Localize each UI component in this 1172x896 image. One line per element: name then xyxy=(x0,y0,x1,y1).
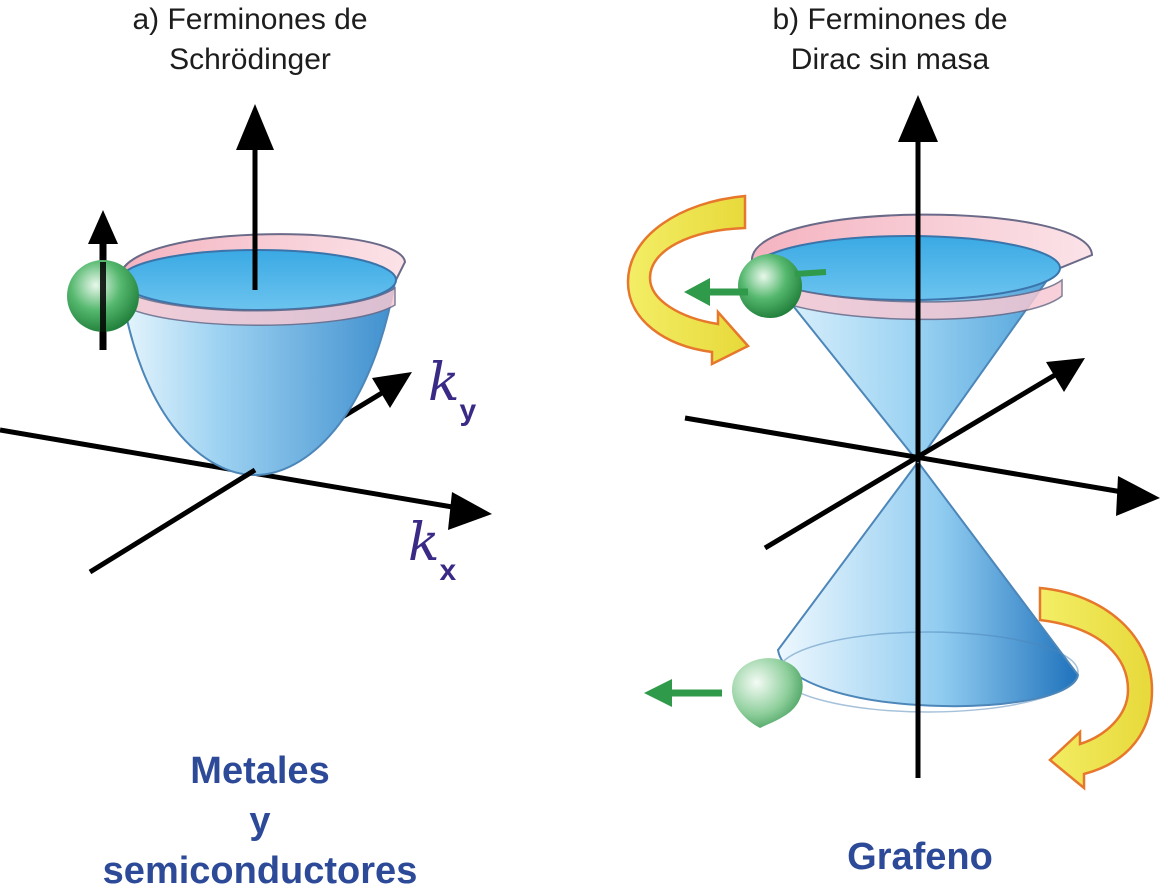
panel-a-label: Metales y semiconductores xyxy=(60,746,460,896)
kx-arrowhead xyxy=(448,492,492,530)
panel-a-title: a) Ferminones de Schrödinger xyxy=(60,0,440,80)
lower-cone xyxy=(776,460,1080,708)
energy-arrowhead-b xyxy=(898,95,938,142)
momentum-arrow-bottom-head xyxy=(644,679,672,707)
panel-b-title-line2: Dirac sin masa xyxy=(790,43,990,76)
paraboloid-surface xyxy=(118,281,397,477)
panel-a-label-line3: semiconductores xyxy=(102,850,418,892)
panel-a-graphic: ky kx xyxy=(0,104,492,587)
ky-arrowhead-b xyxy=(1046,358,1085,392)
panel-a-title-line2: Schrödinger xyxy=(169,43,331,76)
energy-arrowhead-a xyxy=(236,104,274,150)
panel-a-label-line2: y xyxy=(249,800,271,842)
ky-axis-b xyxy=(763,369,1062,551)
spin-arrowhead xyxy=(88,210,118,244)
panel-b-label: Grafeno xyxy=(760,832,1080,882)
panel-a-label-line1: Metales xyxy=(190,750,330,792)
panel-b-title: b) Ferminones de Dirac sin masa xyxy=(700,0,1080,80)
upper-rim-front xyxy=(757,272,1063,321)
rotation-arrow-top-icon xyxy=(626,194,751,367)
electron-ball-b-bottom xyxy=(732,658,803,728)
kx-axis-b xyxy=(684,415,1141,498)
kx-arrowhead-b xyxy=(1116,476,1160,516)
kx-label: kx xyxy=(408,513,457,587)
panel-b-graphic xyxy=(626,95,1160,791)
ky-label: ky xyxy=(428,353,477,427)
electron-ball-b-top xyxy=(738,254,802,318)
rim-front xyxy=(121,286,396,326)
electron-b-top-tail xyxy=(794,269,827,277)
momentum-arrow-top-head xyxy=(684,278,710,306)
panel-a-title-line1: a) Ferminones de xyxy=(132,3,368,36)
panel-b-label-text: Grafeno xyxy=(847,836,993,878)
panel-b-title-line1: b) Ferminones de xyxy=(772,3,1008,36)
third-axis xyxy=(88,467,257,575)
ky-arrowhead xyxy=(372,372,412,408)
fermi-surface xyxy=(119,249,397,311)
rotation-arrow-bottom-icon xyxy=(1038,586,1154,791)
